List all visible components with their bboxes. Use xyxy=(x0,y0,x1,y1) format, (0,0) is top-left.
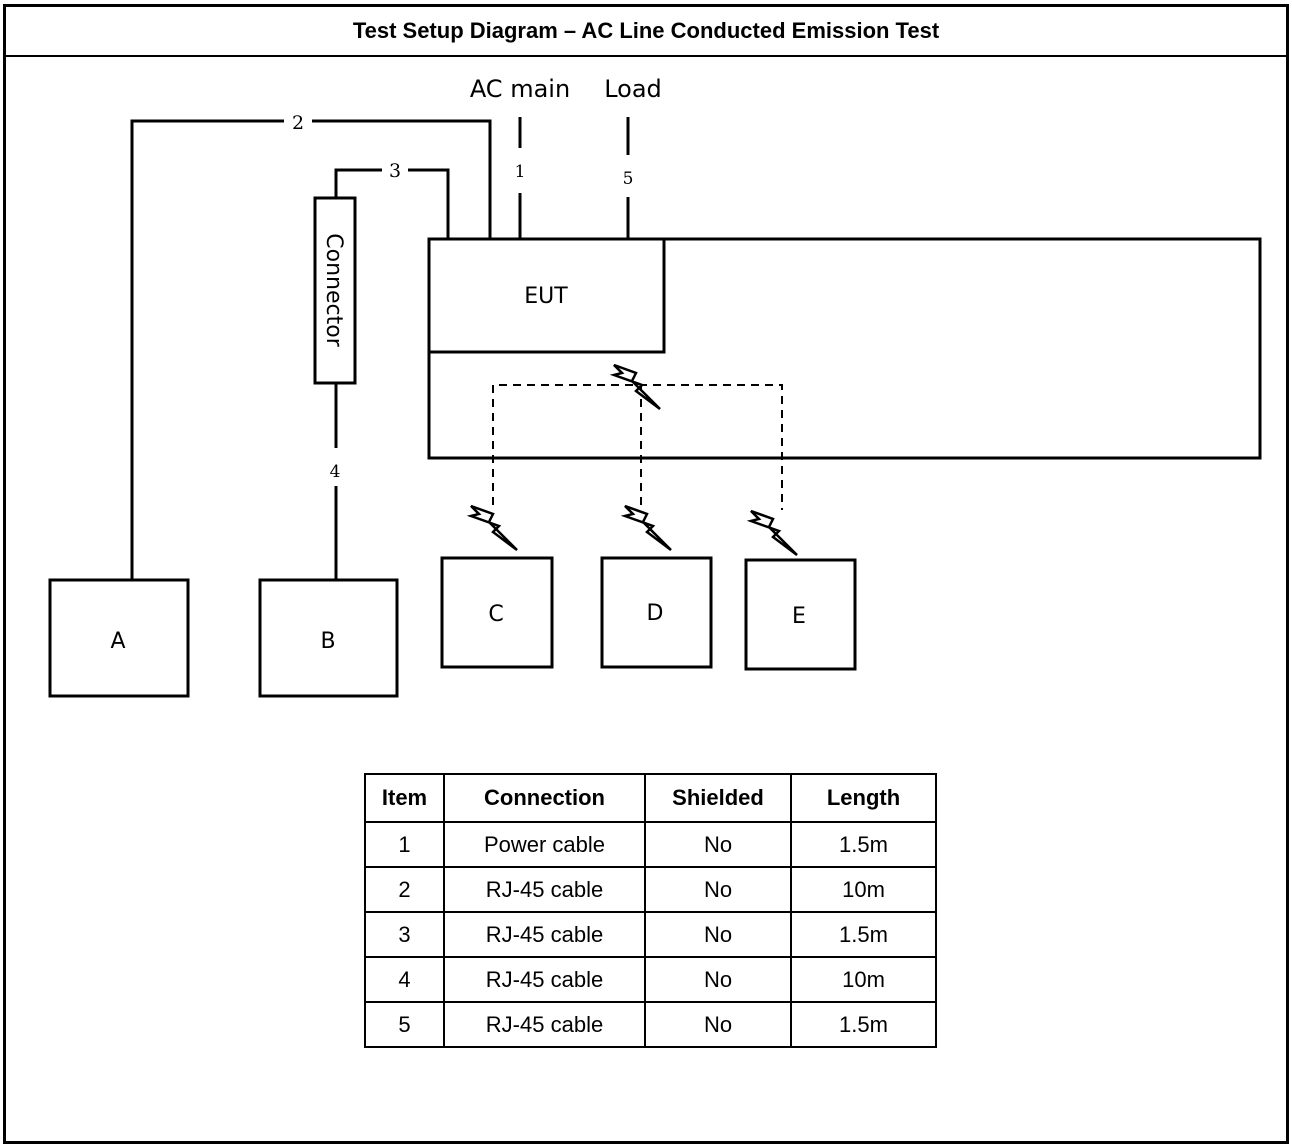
cell-connection: RJ-45 cable xyxy=(443,866,646,913)
title-bar: Test Setup Diagram – AC Line Conducted E… xyxy=(6,7,1286,57)
device-a: A xyxy=(48,578,190,698)
table-header-row: Item Connection Shielded Length xyxy=(364,773,937,823)
column-header-connection: Connection xyxy=(443,773,646,823)
table-row: 3 RJ-45 cable No 1.5m xyxy=(364,911,937,958)
wireless-link-icon xyxy=(749,509,799,557)
cell-shielded: No xyxy=(644,866,792,913)
cable-5: 5 Load xyxy=(604,75,662,239)
table-row: 1 Power cable No 1.5m xyxy=(364,821,937,868)
table-row: 4 RJ-45 cable No 10m xyxy=(364,956,937,1003)
cell-length: 10m xyxy=(790,866,937,913)
device-b-label: B xyxy=(320,629,335,654)
column-header-shielded: Shielded xyxy=(644,773,792,823)
cell-length: 1.5m xyxy=(790,911,937,958)
cable-2: 2 xyxy=(130,112,492,580)
cell-connection: RJ-45 cable xyxy=(443,911,646,958)
device-a-label: A xyxy=(110,629,125,654)
cell-item: 5 xyxy=(364,1001,445,1048)
connector-label: Connector xyxy=(321,233,346,347)
table-row: 2 RJ-45 cable No 10m xyxy=(364,866,937,913)
device-c: C xyxy=(440,556,554,669)
cable-number-5: 5 xyxy=(623,169,634,189)
page-title: Test Setup Diagram – AC Line Conducted E… xyxy=(352,18,940,43)
cell-length: 1.5m xyxy=(790,821,937,868)
load-label: Load xyxy=(604,75,662,103)
column-header-item: Item xyxy=(364,773,445,823)
cell-length: 1.5m xyxy=(790,1001,937,1048)
device-d-label: D xyxy=(647,601,664,626)
cable-1: 1 AC main xyxy=(470,75,570,239)
device-e-label: E xyxy=(792,604,806,629)
cable-3: 3 xyxy=(334,160,450,239)
cell-shielded: No xyxy=(644,1001,792,1048)
cable-number-1: 1 xyxy=(515,162,526,182)
eut-box xyxy=(427,237,666,354)
ac-main-label: AC main xyxy=(470,75,570,103)
cell-length: 10m xyxy=(790,956,937,1003)
device-c-label: C xyxy=(488,602,503,627)
cell-item: 2 xyxy=(364,866,445,913)
cable-number-4: 4 xyxy=(330,462,341,482)
cell-item: 1 xyxy=(364,821,445,868)
cell-item: 3 xyxy=(364,911,445,958)
cell-shielded: No xyxy=(644,821,792,868)
device-e: E xyxy=(744,558,857,671)
wireless-link-icon xyxy=(612,363,662,411)
device-b: B xyxy=(258,578,399,698)
cell-shielded: No xyxy=(644,956,792,1003)
cable-number-2: 2 xyxy=(292,112,304,134)
cell-connection: Power cable xyxy=(443,821,646,868)
wireless-link-icon xyxy=(469,504,519,552)
cable-table: Item Connection Shielded Length 1 Power … xyxy=(364,773,937,1048)
cell-shielded: No xyxy=(644,911,792,958)
device-d: D xyxy=(600,556,713,669)
cable-number-3: 3 xyxy=(389,160,401,182)
cell-item: 4 xyxy=(364,956,445,1003)
cable-4: 4 xyxy=(330,383,341,580)
cell-connection: RJ-45 cable xyxy=(443,1001,646,1048)
column-header-length: Length xyxy=(790,773,937,823)
wireless-link-icon xyxy=(623,504,673,552)
test-table xyxy=(427,237,1262,460)
eut-label: EUT xyxy=(524,284,568,309)
table-row: 5 RJ-45 cable No 1.5m xyxy=(364,1001,937,1048)
wireless-links xyxy=(492,384,783,510)
cell-connection: RJ-45 cable xyxy=(443,956,646,1003)
